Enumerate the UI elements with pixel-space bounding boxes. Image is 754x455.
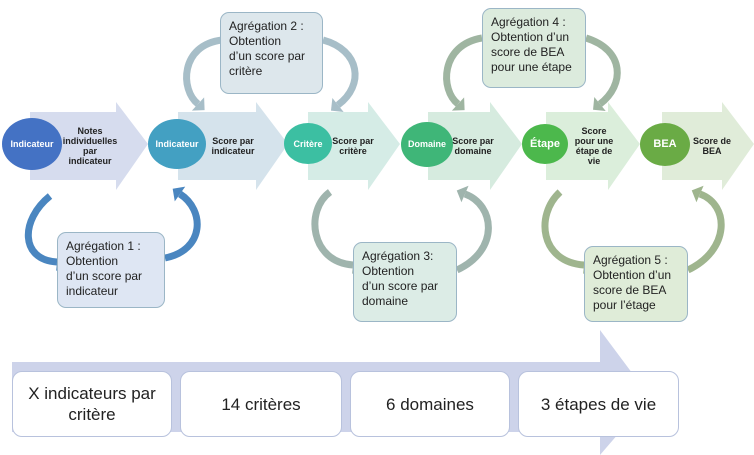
- aggregation-4-loop-arrow-out-head: [593, 97, 606, 111]
- flow-label-3: Score par critère: [332, 136, 374, 156]
- flow-circle-3: Critère: [284, 123, 332, 165]
- aggregation-2-loop-arrow-out-head: [330, 97, 344, 113]
- flow-label-6: Score de BEA: [692, 136, 732, 156]
- aggregation-1-loop-arrow-out: [164, 191, 201, 262]
- aggregation-box-2: Agrégation 2 : Obtention d’un score par …: [220, 12, 323, 94]
- aggregation-3-loop-arrow-out: [455, 190, 492, 274]
- flow-circle-5: Étape: [522, 124, 568, 165]
- aggregation-4-loop-arrow-in-head: [451, 97, 465, 111]
- aggregation-2-loop-arrow-out: [321, 36, 359, 108]
- aggregation-box-5: Agrégation 5 : Obtention d’un score de B…: [584, 246, 688, 322]
- stage-box-criteria: 14 critères: [180, 371, 342, 437]
- flow-arrow-1: [30, 102, 148, 190]
- flow-arrow-4: [428, 102, 522, 190]
- aggregation-2-loop-arrow-in-head: [191, 97, 205, 111]
- aggregation-1-loop-arrow-in: [24, 193, 58, 266]
- aggregation-1-loop-arrow-out-head: [172, 186, 186, 202]
- aggregation-3-loop-arrow-out-head: [456, 185, 469, 203]
- stage-box-domains: 6 domaines: [350, 371, 510, 437]
- aggregation-box-4: Agrégation 4 : Obtention d’un score de B…: [482, 8, 586, 88]
- flow-arrow-5: [546, 102, 640, 190]
- flow-label-5: Score pour une étape de vie: [574, 126, 614, 166]
- aggregation-4-loop-arrow-out: [584, 34, 621, 107]
- flow-circle-4: Domaine: [401, 121, 453, 167]
- flow-circle-2: Indicateur: [148, 119, 206, 170]
- aggregation-4-loop-arrow-in: [443, 34, 483, 107]
- flow-label-1: Notes individuelles par indicateur: [62, 126, 118, 166]
- flow-arrow-6: [662, 102, 754, 190]
- aggregation-box-1: Agrégation 1 : Obtention d’un score par …: [57, 232, 165, 308]
- aggregation-2-loop-arrow-in: [183, 36, 223, 107]
- flow-label-4: Score par domaine: [452, 136, 494, 156]
- flow-label-2: Score par indicateur: [211, 136, 255, 156]
- aggregation-5-loop-arrow-out: [686, 190, 725, 274]
- flow-arrow-2: [178, 102, 288, 190]
- aggregation-3-loop-arrow-in: [311, 189, 354, 269]
- stage-box-life-stages: 3 étapes de vie: [518, 371, 679, 437]
- aggregation-box-3: Agrégation 3: Obtention d’un score par d…: [353, 242, 457, 322]
- flow-arrow-3: [308, 102, 400, 190]
- aggregation-5-loop-arrow-in: [541, 189, 585, 269]
- stage-box-indicators: X indicateurs par critère: [12, 371, 172, 437]
- flow-circle-6: BEA: [640, 122, 690, 166]
- aggregation-5-loop-arrow-out-head: [691, 185, 704, 203]
- flow-circle-1: Indicateur: [2, 118, 62, 171]
